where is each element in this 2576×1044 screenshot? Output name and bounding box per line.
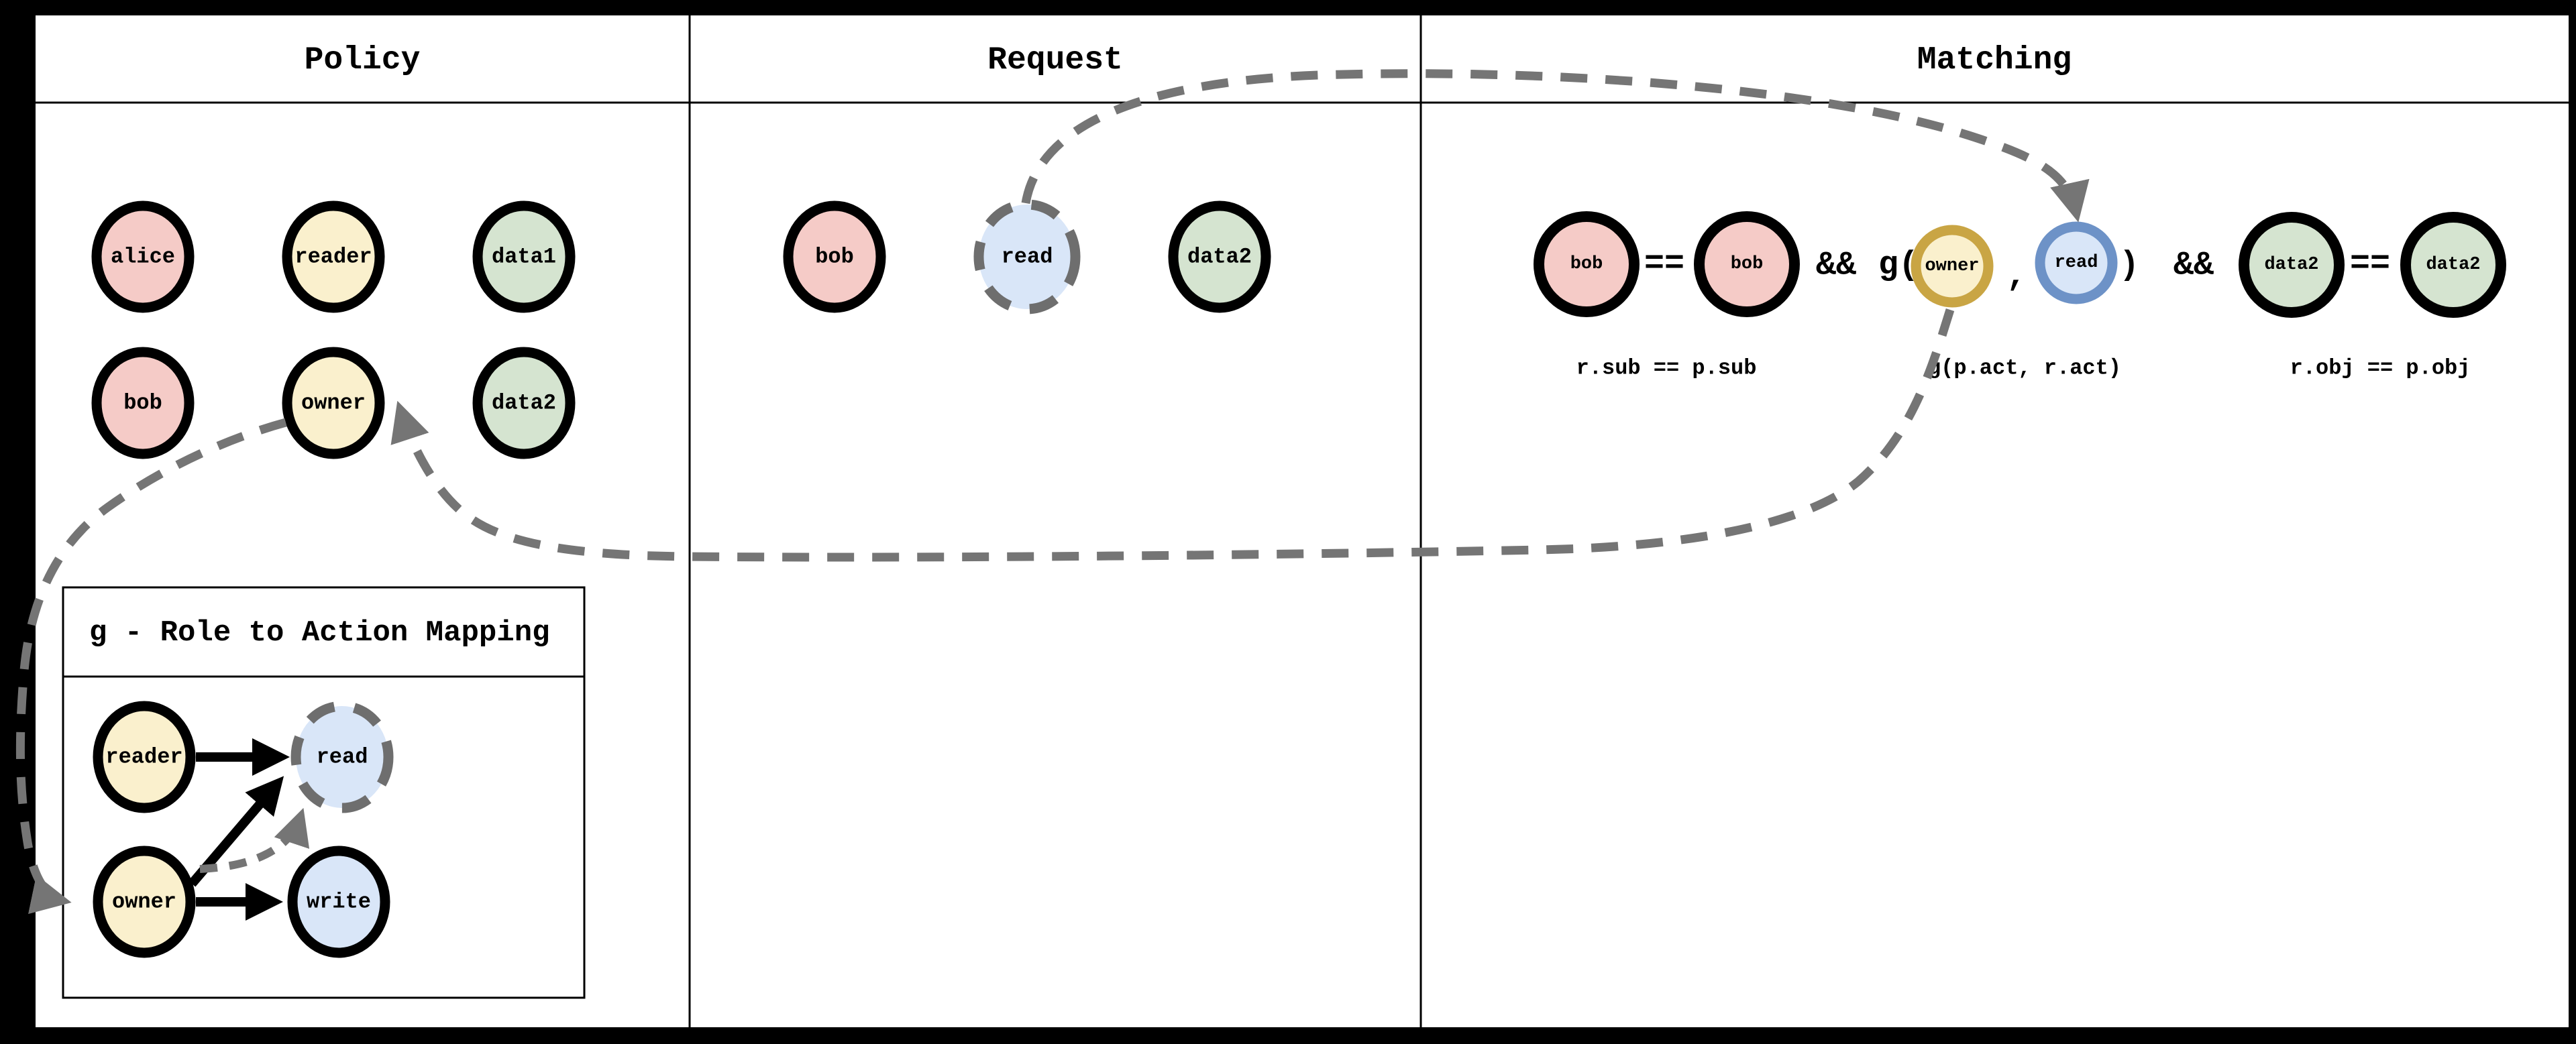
node-read-g [290, 701, 394, 813]
panel-title-policy: Policy [305, 42, 421, 78]
token-and2: && [2174, 247, 2214, 285]
role-mapping-box: g - Role to Action Mapping reader read o… [62, 586, 586, 999]
node-robj [2239, 212, 2345, 318]
node-pobj-label: data2 [2426, 255, 2480, 275]
request-panel: bob read data2 [783, 199, 1271, 314]
panel-title-request: Request [987, 42, 1123, 78]
node-bob-request [783, 200, 886, 313]
policy-panel: alice reader data1 bob owner data2 [91, 200, 576, 459]
node-rsub-label: bob [1570, 254, 1603, 274]
node-psub-label: bob [1731, 254, 1764, 274]
node-owner-g-label: owner [112, 890, 176, 915]
node-bob-request-label: bob [815, 245, 854, 270]
node-pobj [2400, 212, 2506, 318]
token-and1: && [1816, 247, 1856, 285]
caption-sub-match: r.sub == p.sub [1576, 356, 1757, 381]
flow-arrows [15, 69, 2090, 915]
node-read-request-label: read [1002, 245, 1053, 270]
node-robj-label: data2 [2264, 255, 2318, 275]
node-alice [91, 200, 195, 313]
node-data2-policy-label: data2 [492, 391, 556, 416]
node-data2-policy [472, 347, 576, 459]
node-owner-policy [282, 347, 385, 459]
node-data2-request [1168, 200, 1271, 313]
node-reader-label: reader [294, 245, 372, 270]
node-ract-label: read [2055, 253, 2098, 273]
token-eq2: == [2350, 245, 2390, 284]
role-mapping-title: g - Role to Action Mapping [89, 616, 550, 650]
node-pact [1911, 225, 1994, 308]
matching-panel: bob == bob && g( owner , read ) && data2… [1534, 211, 2506, 381]
node-bob-policy [91, 347, 195, 459]
node-write-g [287, 846, 390, 958]
node-ract [2035, 221, 2118, 304]
token-comma: , [2006, 257, 2027, 296]
node-reader-g-label: reader [105, 745, 182, 770]
flow-g-owner-to-g-read [199, 807, 310, 873]
caption-obj-match: r.obj == p.obj [2290, 356, 2471, 381]
flow-policy-owner-to-g-owner [15, 418, 287, 915]
node-data2-request-label: data2 [1187, 245, 1252, 270]
node-owner-g [93, 846, 196, 958]
node-write-g-label: write [307, 890, 371, 915]
node-bob-policy-label: bob [123, 391, 162, 416]
node-reader-g [93, 701, 196, 813]
flow-request-read-to-matching-read [1021, 69, 2090, 223]
caption-act-match: g(p.act, r.act) [1928, 356, 2121, 381]
panel-title-matching: Matching [1917, 42, 2072, 78]
flow-matching-owner-to-policy-owner [390, 308, 1955, 562]
node-psub [1694, 211, 1800, 317]
node-data1 [472, 200, 576, 313]
node-read-g-label: read [317, 745, 368, 770]
role-mapping-border [62, 586, 586, 999]
page-background [36, 15, 2569, 1027]
token-g-close: ) [2119, 247, 2139, 285]
node-pact-label: owner [1925, 256, 1979, 276]
node-owner-policy-label: owner [301, 391, 366, 416]
node-rsub [1534, 211, 1640, 317]
token-eq1: == [1644, 245, 1684, 284]
node-read-request [973, 199, 1081, 314]
node-data1-label: data1 [492, 245, 556, 270]
node-reader [282, 200, 385, 313]
node-alice-label: alice [111, 245, 175, 270]
